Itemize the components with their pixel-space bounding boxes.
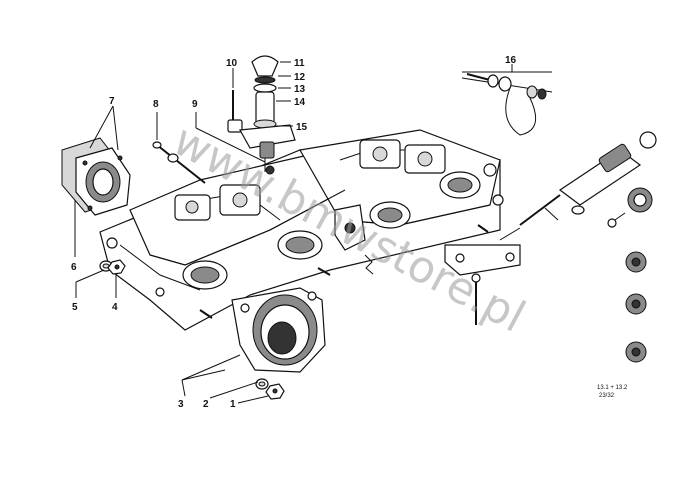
nut-column	[607, 187, 653, 363]
washer-part-2	[255, 378, 269, 390]
callout-1: 1	[230, 399, 236, 410]
callout-12: 12	[294, 72, 306, 83]
nut-part-1	[265, 383, 285, 400]
callout-10: 10	[226, 58, 238, 69]
callout-16: 16	[505, 55, 517, 66]
callout-7: 7	[109, 96, 115, 107]
gasket-stack	[61, 137, 131, 216]
callout-11: 11	[294, 58, 305, 69]
intake-manifold	[99, 129, 504, 331]
callout-3: 3	[178, 399, 184, 410]
reference-code-line-2: 23/32	[599, 393, 615, 399]
callout-9: 9	[192, 99, 198, 110]
callout-8: 8	[153, 99, 159, 110]
air-horn-flange	[231, 287, 326, 373]
stud-part-8	[152, 141, 206, 184]
callout-15: 15	[296, 122, 308, 133]
leader-lines	[74, 61, 552, 404]
reference-code-line-1: 13.1 + 13.2	[597, 385, 628, 391]
callout-14: 14	[294, 97, 306, 108]
throttle-actuator	[444, 131, 657, 325]
valve-assembly	[227, 55, 296, 175]
callout-2: 2	[203, 399, 209, 410]
callout-5: 5	[72, 302, 78, 313]
nut-part-4	[107, 259, 126, 275]
callout-13: 13	[294, 84, 306, 95]
linkage-part-16	[461, 73, 553, 136]
callout-4: 4	[112, 302, 118, 313]
callout-6: 6	[71, 262, 77, 273]
